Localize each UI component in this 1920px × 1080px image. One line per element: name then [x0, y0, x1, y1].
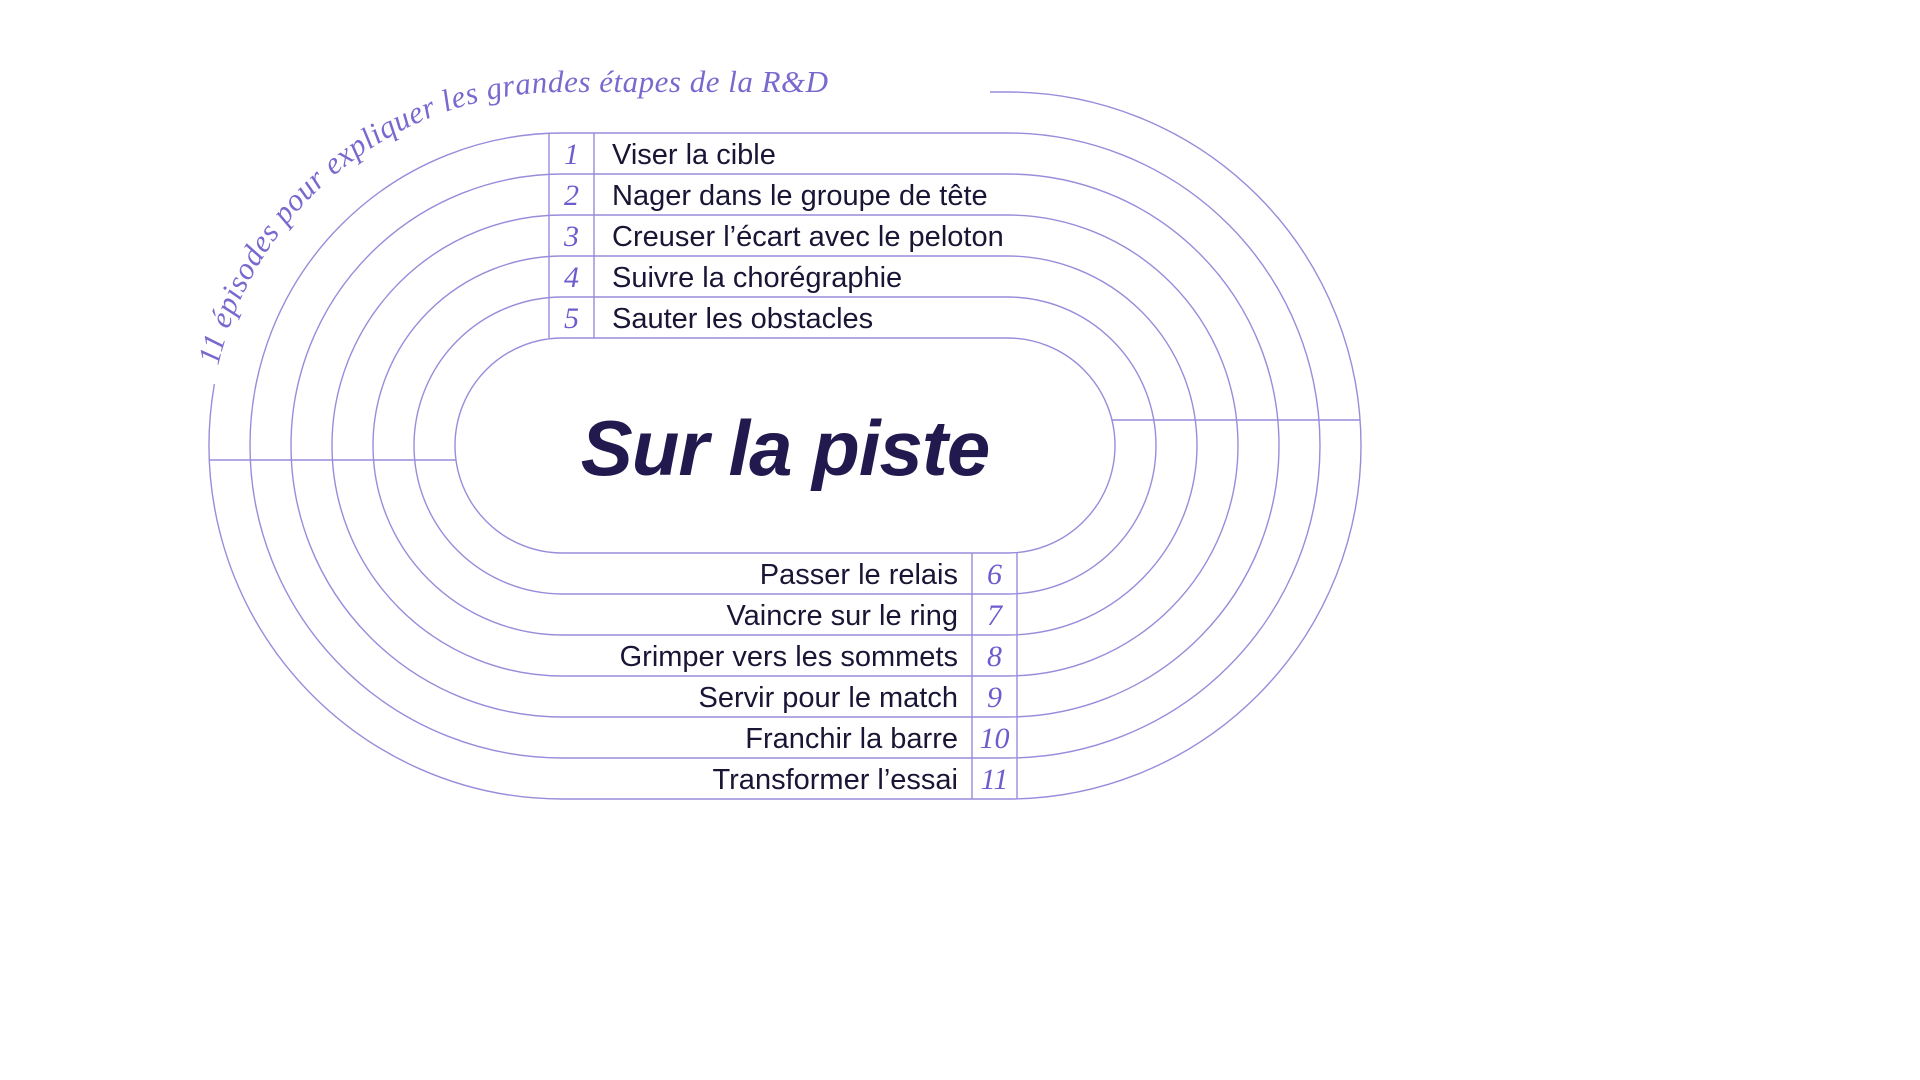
track-lane-5: [249, 132, 1321, 759]
episode-label: Grimper vers les sommets: [620, 641, 958, 673]
episodes-bottom: Passer le relais 6 Vaincre sur le ring 7…: [620, 558, 1010, 796]
track-lanes: [208, 91, 1362, 800]
episode-number: 2: [564, 179, 579, 212]
episode-number: 1: [564, 138, 579, 171]
episode-number: 5: [564, 302, 579, 335]
episodes-top: 1 Viser la cible 2 Nager dans le groupe …: [563, 138, 1004, 335]
episode-label: Sauter les obstacles: [612, 303, 873, 335]
episode-row-2: 2 Nager dans le groupe de tête: [564, 179, 988, 212]
episode-number: 11: [981, 763, 1009, 796]
episode-row-1: 1 Viser la cible: [564, 138, 776, 171]
episode-row-6: Passer le relais 6: [760, 558, 1002, 591]
episode-label: Suivre la chorégraphie: [612, 262, 902, 294]
episode-number: 3: [563, 220, 579, 253]
track-lane-2: [372, 255, 1198, 636]
track-infield-boundary: [454, 337, 1116, 554]
episode-label: Franchir la barre: [745, 723, 958, 755]
track-lane-3: [331, 214, 1239, 677]
center-title: Sur la piste: [581, 404, 989, 492]
episode-row-10: Franchir la barre 10: [745, 722, 1009, 755]
episode-row-4: 4 Suivre la chorégraphie: [564, 261, 902, 294]
episode-label: Viser la cible: [612, 139, 776, 171]
episode-number: 7: [987, 599, 1004, 632]
episode-row-8: Grimper vers les sommets 8: [620, 640, 1002, 673]
episode-label: Nager dans le groupe de tête: [612, 180, 988, 212]
episode-label: Vaincre sur le ring: [726, 600, 958, 632]
episode-label: Transformer l’essai: [713, 764, 958, 796]
episode-number: 8: [987, 640, 1002, 673]
track-lane-4: [290, 173, 1280, 718]
episode-number: 6: [987, 558, 1002, 591]
episode-label: Passer le relais: [760, 559, 958, 591]
episode-label: Creuser l’écart avec le peloton: [612, 221, 1004, 253]
episode-number: 10: [980, 722, 1010, 755]
episode-row-3: 3 Creuser l’écart avec le peloton: [563, 220, 1004, 253]
episode-number: 4: [564, 261, 579, 294]
episode-row-9: Servir pour le match 9: [699, 681, 1003, 714]
episode-label: Servir pour le match: [699, 682, 959, 714]
episode-number: 9: [987, 681, 1002, 714]
episode-row-7: Vaincre sur le ring 7: [726, 599, 1004, 632]
episode-row-5: 5 Sauter les obstacles: [564, 302, 873, 335]
track-marking-lines: [209, 133, 1361, 799]
track-lane-6-outer: [208, 91, 1362, 800]
episode-row-11: Transformer l’essai 11: [713, 763, 1009, 796]
track-lane-1: [413, 296, 1157, 595]
